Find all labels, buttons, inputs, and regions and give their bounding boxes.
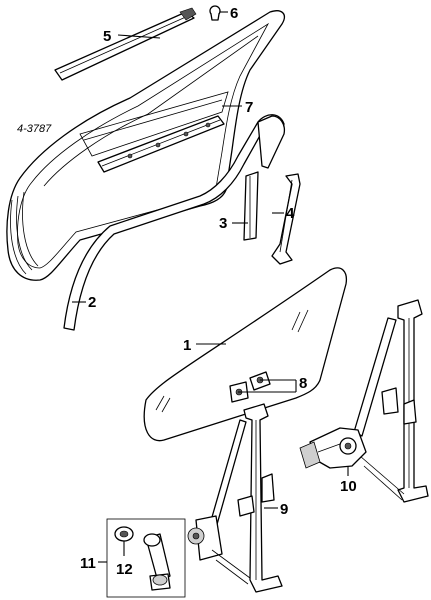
callout-6: 6 xyxy=(230,5,238,22)
callout-7: 7 xyxy=(245,99,253,116)
clip-part xyxy=(209,5,221,21)
rear-channel xyxy=(271,173,301,265)
callout-3: 3 xyxy=(219,215,227,232)
door-glass xyxy=(143,267,348,442)
callout-8: 8 xyxy=(299,375,307,392)
callout-11: 11 xyxy=(80,555,96,572)
leader-lines xyxy=(72,11,349,563)
callout-10: 10 xyxy=(340,478,357,495)
callout-2: 2 xyxy=(88,294,96,311)
callout-5: 5 xyxy=(103,28,111,45)
run-channel xyxy=(63,114,286,331)
belt-moulding xyxy=(54,7,197,81)
division-bar xyxy=(243,171,259,241)
callout-9: 9 xyxy=(280,501,288,518)
inner-weatherstrip xyxy=(97,115,225,173)
manual-regulator xyxy=(187,403,283,593)
callout-1: 1 xyxy=(183,337,191,354)
power-regulator xyxy=(299,299,429,503)
reference-code: 4-3787 xyxy=(17,123,52,135)
callout-4: 4 xyxy=(286,205,295,222)
crank-handle-kit xyxy=(106,518,186,598)
callout-12: 12 xyxy=(116,561,133,578)
